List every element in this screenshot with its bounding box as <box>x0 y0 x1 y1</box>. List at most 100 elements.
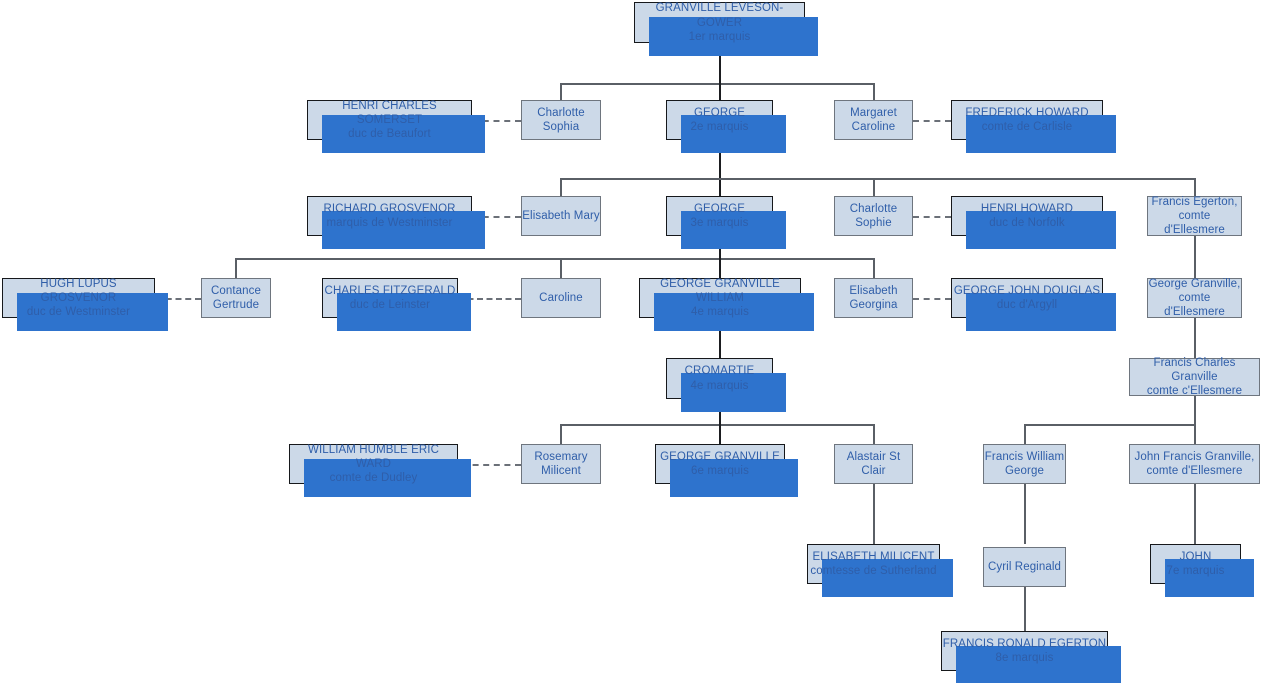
node-line1: JOHN <box>1179 550 1212 563</box>
node-francis-egerton[interactable]: Francis Egerton, comte d'Ellesmere <box>1147 196 1242 236</box>
connector-cyril-down <box>1024 587 1026 631</box>
connector-egerton-1 <box>1194 236 1196 278</box>
connector-to-alastair <box>873 424 875 444</box>
node-cyril-reginald[interactable]: Cyril Reginald <box>983 547 1066 587</box>
connector-to-gg-6e <box>719 424 721 444</box>
node-cromartie-4e-marquis[interactable]: CROMARTIE 4e marquis <box>666 358 786 412</box>
node-line1: GEORGE JOHN DOUGLAS <box>953 284 1101 297</box>
connector-bus-gen2 <box>561 83 874 85</box>
node-elisabeth-georgina[interactable]: Elisabeth Georgina <box>834 278 913 318</box>
connector-to-charlotte-sophia <box>560 83 562 100</box>
node-line2: 4e marquis <box>691 306 749 319</box>
connector-to-ggw-4e <box>719 258 721 278</box>
marriage-fitzgerald-caroline <box>458 298 521 300</box>
node-line1: RICHARD GROSVENOR <box>323 202 456 215</box>
node-john-7e-marquis[interactable]: JOHN 7e marquis <box>1150 544 1254 597</box>
marriage-charlotte-howard <box>913 216 951 218</box>
node-george-granville-ellesmere[interactable]: George Granville, comte d'Ellesmere <box>1147 278 1242 318</box>
node-francis-ronald-egerton-8e[interactable]: FRANCIS RONALD EGERTON 8e marquis <box>941 631 1121 683</box>
node-john-francis-granville[interactable]: John Francis Granville, comte d'Ellesmer… <box>1129 444 1260 484</box>
node-line1: Contance <box>210 284 262 297</box>
node-caroline[interactable]: Caroline <box>521 278 601 318</box>
connector-to-margaret-caroline <box>873 83 875 100</box>
node-george-2e-marquis[interactable]: GEORGE 2e marquis <box>666 100 786 153</box>
node-line1: GEORGE GRANVILLE WILLIAM <box>660 277 780 304</box>
node-line1: WILLIAM HUMBLE ERIC WARD <box>308 443 439 470</box>
node-line1: FRANCIS RONALD EGERTON <box>942 637 1107 650</box>
node-line2: 1er marquis <box>688 30 751 43</box>
node-line2: comte de Dudley <box>329 472 418 485</box>
node-hugh-lupus-grosvenor[interactable]: HUGH LUPUS GROSVENOR duc de Westminster <box>2 277 168 331</box>
node-line2: duc de Beaufort <box>348 128 431 141</box>
node-line2: 2e marquis <box>690 121 749 133</box>
connector-to-rosemary <box>560 424 562 444</box>
connector-to-francis-egerton <box>1194 178 1196 196</box>
node-george-john-douglas[interactable]: GEORGE JOHN DOUGLAS duc d'Argyll <box>951 278 1116 331</box>
node-rosemary-milicent[interactable]: Rosemary Milicent <box>521 444 601 484</box>
node-henri-howard[interactable]: HENRI HOWARD duc de Norfolk <box>951 196 1116 249</box>
connector-bus-gen3 <box>561 178 1196 180</box>
node-frederick-howard[interactable]: FREDERICK HOWARD comte de Carlisle <box>951 100 1116 153</box>
connector-to-elisabeth-georgina <box>873 258 875 278</box>
node-alastair-st-clair[interactable]: Alastair St Clair <box>834 444 913 484</box>
node-line2: comtesse de Sutherland <box>810 565 937 577</box>
node-elisabeth-milicent[interactable]: ELISABETH MILICENT comtesse de Sutherlan… <box>807 544 953 597</box>
node-line2: George <box>1005 465 1044 477</box>
connector-to-contance <box>235 258 237 278</box>
node-line2: comte de Carlisle <box>981 121 1073 133</box>
marriage-ward-rosemary <box>462 464 521 466</box>
node-francis-charles-granville[interactable]: Francis Charles Granville comte c'Ellesm… <box>1129 357 1260 398</box>
node-line1: Francis Egerton, <box>1151 195 1238 208</box>
node-line1: CROMARTIE <box>684 365 755 378</box>
node-line2: Milicent <box>541 465 581 477</box>
node-contance-gertrude[interactable]: Contance Gertrude <box>201 278 271 318</box>
connector-egerton-3 <box>1194 396 1196 424</box>
marriage-hugh-contance <box>156 298 201 300</box>
node-line1: ELISABETH MILICENT <box>812 550 935 563</box>
node-charles-fitzgerald[interactable]: CHARLES FITZGERALD duc de Leinster <box>322 278 471 331</box>
marriage-somerset-charlotte <box>472 120 521 122</box>
node-elisabeth-mary[interactable]: Elisabeth Mary <box>521 196 601 236</box>
connector-gen4-down <box>719 318 721 358</box>
node-line1: Elisabeth Mary <box>522 209 600 222</box>
node-line1: HENRI CHARLES SOMERSET <box>342 99 437 126</box>
node-margaret-caroline[interactable]: Margaret Caroline <box>834 100 913 140</box>
node-charlotte-sophia[interactable]: Charlotte Sophia <box>521 100 601 140</box>
node-george-granville-6e[interactable]: GEORGE GRANVILLE 6e marquis <box>655 444 798 497</box>
marriage-margaret-frederick <box>913 120 951 122</box>
node-line1: HUGH LUPUS GROSVENOR <box>40 277 117 304</box>
connector-to-george-2e <box>719 83 721 100</box>
node-line2: Sophia <box>542 121 580 133</box>
node-line2: 4e marquis <box>690 379 749 392</box>
node-francis-william-george[interactable]: Francis William George <box>983 444 1066 484</box>
node-william-humble-eric-ward[interactable]: WILLIAM HUMBLE ERIC WARD comte de Dudley <box>289 443 471 497</box>
node-line1: Caroline <box>539 291 583 304</box>
node-line1: GRANVILLE LEVESON-GOWER <box>655 2 784 29</box>
node-granville-leveson-gower[interactable]: GRANVILLE LEVESON-GOWER 1er marquis <box>634 2 818 56</box>
node-line1: Elisabeth <box>849 284 898 297</box>
node-line1: Cyril Reginald <box>988 560 1061 573</box>
node-richard-grosvenor[interactable]: RICHARD GROSVENOR marquis de Westminster <box>307 196 485 249</box>
node-line2: 6e marquis <box>691 465 749 477</box>
node-line2: Caroline <box>851 121 896 133</box>
connector-fwg-down <box>1024 484 1026 544</box>
node-george-3e-marquis[interactable]: GEORGE 3e marquis <box>666 196 786 249</box>
node-charlotte-sophie[interactable]: Charlotte Sophie <box>834 196 913 236</box>
node-line1: George Granville, <box>1148 277 1241 290</box>
node-line2: Georgina <box>849 299 898 311</box>
node-line1: Rosemary <box>534 450 588 463</box>
connector-egerton-2 <box>1194 318 1196 358</box>
node-line1: Charlotte <box>849 202 898 215</box>
connector-bus-gen6 <box>561 424 874 426</box>
node-line2: comte c'Ellesmere <box>1146 385 1243 398</box>
node-george-granville-william-4e[interactable]: GEORGE GRANVILLE WILLIAM 4e marquis <box>639 277 814 331</box>
connector-to-elisabeth-mary <box>560 178 562 196</box>
connector-gen1-down <box>719 43 721 83</box>
connector-to-john-francis <box>1194 424 1196 444</box>
node-line2: duc de Norfolk <box>989 217 1065 229</box>
node-henri-charles-somerset[interactable]: HENRI CHARLES SOMERSET duc de Beaufort <box>307 99 485 153</box>
node-line2: duc de Westminster <box>26 306 131 319</box>
node-line2: Sophie <box>855 217 892 229</box>
node-line1: FREDERICK HOWARD <box>965 106 1089 119</box>
